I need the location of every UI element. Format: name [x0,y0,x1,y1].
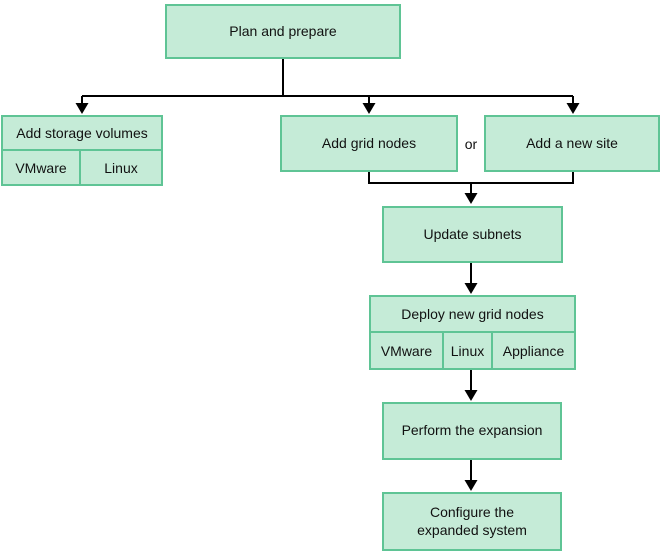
node-deploy-new-grid-nodes-header: Deploy new grid nodes [371,297,574,333]
cell-deploy-appliance: Appliance [493,333,574,368]
node-deploy-new-grid-nodes-cells: VMware Linux Appliance [371,333,574,368]
node-update-subnets-label: Update subnets [423,225,522,242]
node-add-new-site-label: Add a new site [526,134,618,151]
node-deploy-new-grid-nodes: Deploy new grid nodes VMware Linux Appli… [369,295,576,370]
cell-deploy-appliance-label: Appliance [502,342,565,359]
or-label: or [458,115,484,172]
cell-deploy-vmware-label: VMware [380,342,433,359]
node-perform-expansion-label: Perform the expansion [401,422,543,439]
node-add-new-site: Add a new site [484,115,660,172]
node-plan-and-prepare-label: Plan and prepare [229,22,337,39]
node-configure-expanded-system: Configure the expanded system [382,492,562,551]
node-add-storage-volumes-label: Add storage volumes [16,125,148,141]
arrow-to-add-new-site-head [566,103,580,114]
arrow-to-perform-head [464,390,478,401]
node-add-grid-nodes: Add grid nodes [280,115,458,172]
node-add-storage-volumes-cells: VMware Linux [3,151,161,184]
arrow-to-configure-head [464,480,478,491]
cell-deploy-linux: Linux [444,333,493,368]
node-deploy-new-grid-nodes-label: Deploy new grid nodes [401,306,544,322]
node-perform-expansion: Perform the expansion [382,402,562,460]
node-add-storage-volumes-header: Add storage volumes [3,117,161,151]
cell-storage-linux: Linux [81,151,161,184]
node-plan-and-prepare: Plan and prepare [165,4,401,59]
node-add-grid-nodes-label: Add grid nodes [321,134,417,151]
cell-storage-vmware-label: VMware [15,159,67,176]
arrow-to-update-subnets-head [464,193,478,204]
cell-deploy-vmware: VMware [371,333,444,368]
cell-storage-vmware: VMware [3,151,81,184]
cell-storage-linux-label: Linux [104,159,138,176]
node-update-subnets: Update subnets [382,206,563,263]
or-label-text: or [464,135,478,152]
cell-deploy-linux-label: Linux [450,342,485,359]
node-add-storage-volumes: Add storage volumes VMware Linux [1,115,163,186]
arrow-to-add-storage-head [75,103,89,114]
node-configure-expanded-system-label: Configure the expanded system [417,504,527,538]
arrow-to-add-grid-nodes-head [362,103,376,114]
arrow-to-deploy-head [464,283,478,294]
